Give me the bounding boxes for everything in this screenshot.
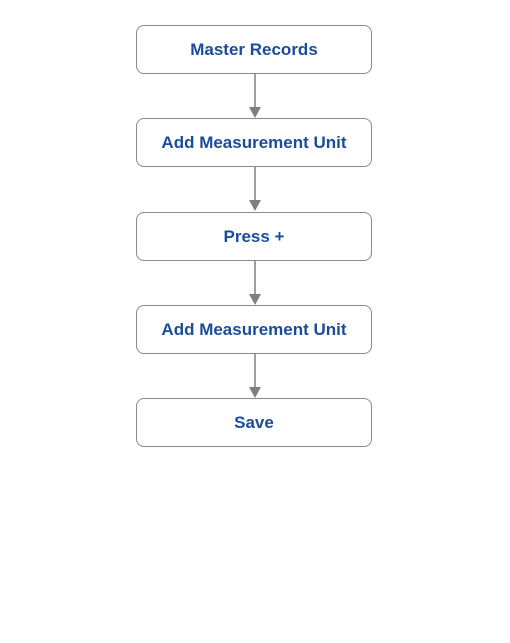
step-master-records[interactable]: Master Records: [136, 25, 372, 74]
arrow-down-icon: [249, 354, 261, 398]
step-label: Save: [234, 412, 274, 432]
step-add-measurement-unit[interactable]: Add Measurement Unit: [136, 118, 372, 167]
arrow-down-icon: [249, 74, 261, 118]
arrow-down-icon: [249, 261, 261, 305]
step-label: Add Measurement Unit: [161, 319, 347, 339]
step-press-plus[interactable]: Press +: [136, 212, 372, 261]
step-label: Add Measurement Unit: [161, 132, 347, 152]
step-label: Master Records: [190, 39, 318, 59]
step-save[interactable]: Save: [136, 398, 372, 447]
step-label: Press +: [223, 226, 285, 246]
step-add-measurement-unit-form[interactable]: Add Measurement Unit: [136, 305, 372, 354]
arrow-down-icon: [249, 167, 261, 211]
